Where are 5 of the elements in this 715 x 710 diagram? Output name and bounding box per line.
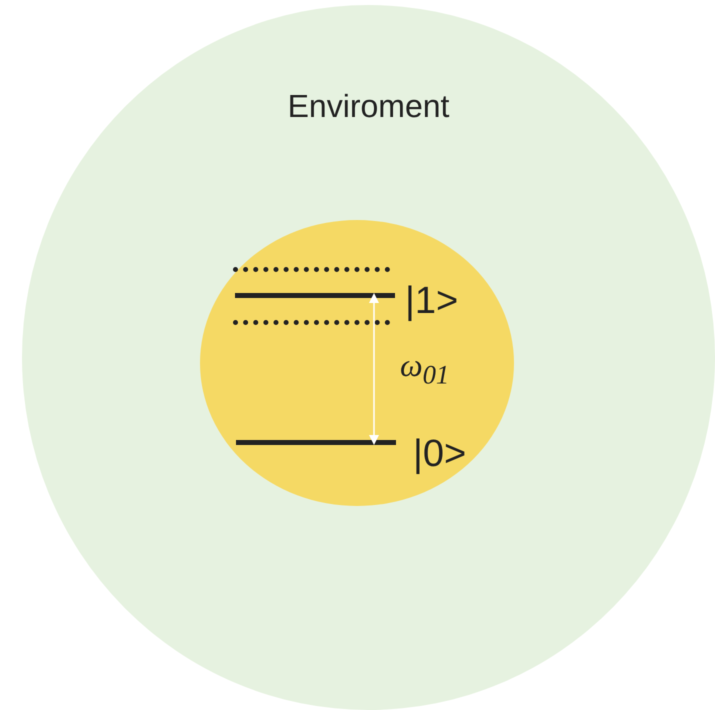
state-label: |1> — [405, 280, 458, 322]
double-arrow — [369, 293, 379, 445]
state-label: |0> — [413, 433, 466, 475]
edge-label: ω$_{01}$ — [400, 347, 450, 390]
region-label: Enviroment — [286, 88, 450, 125]
